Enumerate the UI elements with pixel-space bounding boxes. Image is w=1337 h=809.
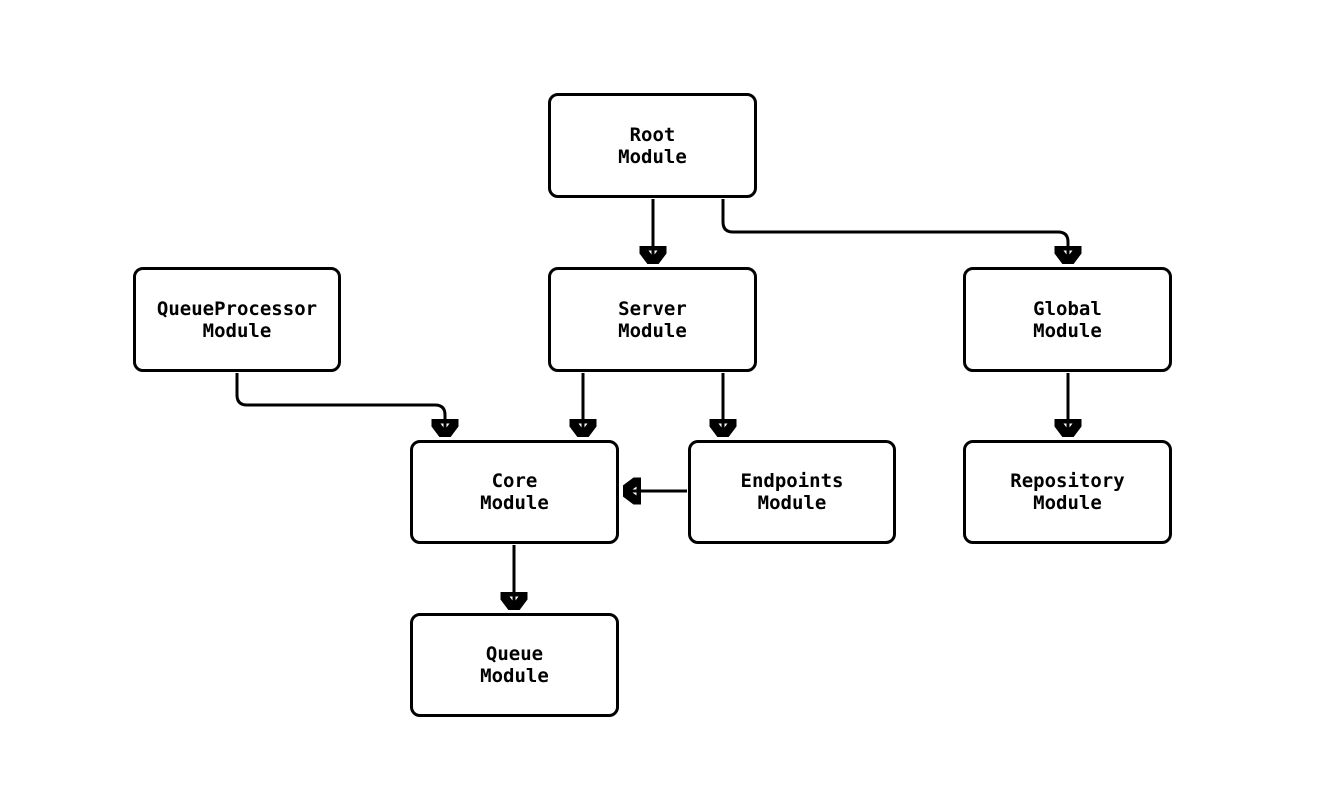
node-repository-module-label: Repository Module	[1010, 470, 1125, 514]
node-endpoints-module: Endpoints Module	[688, 440, 896, 544]
node-queueprocessor-module-label: QueueProcessor Module	[156, 297, 318, 342]
node-server-module: Server Module	[548, 267, 757, 372]
edge-root-to-global	[721, 199, 1068, 264]
node-global-module: Global Module	[963, 267, 1172, 372]
node-root-module: Root Module	[548, 93, 757, 198]
node-queueprocessor-module: QueueProcessor Module	[133, 267, 341, 372]
node-core-module: Core Module	[410, 440, 619, 544]
node-global-module-label: Global Module	[1033, 297, 1102, 342]
node-endpoints-module-label: Endpoints Module	[740, 470, 844, 514]
node-queue-module: Queue Module	[410, 613, 619, 717]
node-root-module-label: Root Module	[618, 123, 687, 168]
node-core-module-label: Core Module	[480, 470, 549, 514]
node-server-module-label: Server Module	[618, 297, 687, 342]
node-repository-module: Repository Module	[963, 440, 1172, 544]
node-queue-module-label: Queue Module	[480, 643, 549, 687]
edge-queueprocessor-to-core	[235, 373, 445, 437]
